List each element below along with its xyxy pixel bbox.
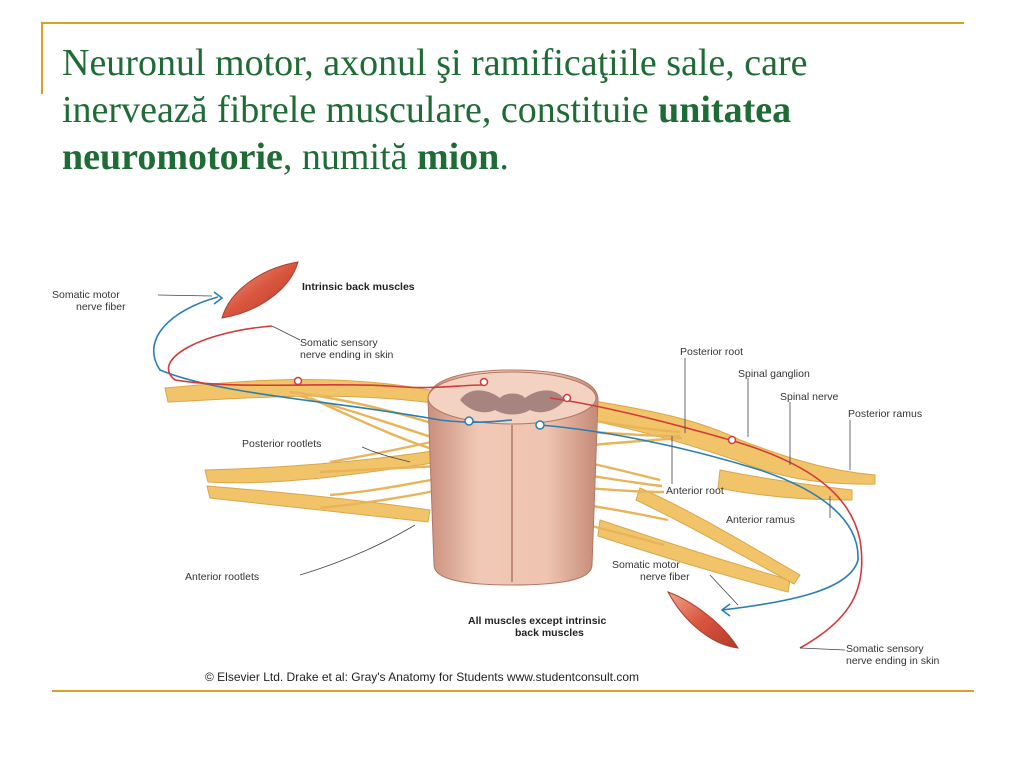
label-posterior-ramus: Posterior ramus [848,408,922,420]
sensory-fibers [167,325,863,649]
label-somatic-sensory-top-2: nerve ending in skin [300,349,394,361]
label-somatic-sensory-top-1: Somatic sensory [300,337,378,349]
nerve-ending-markers [213,291,731,617]
leader-lines [157,294,851,651]
label-somatic-sensory-bottom-1: Somatic sensory [846,643,924,655]
title-term-unitatea-neuromotorie: unitatea neuromotorie [62,89,792,178]
label-posterior-rootlets: Posterior rootlets [242,438,321,450]
label-anterior-root: Anterior root [666,485,724,497]
accent-rule-top [41,22,964,24]
label-somatic-sensory-bottom-2: nerve ending in skin [846,655,940,667]
label-posterior-root: Posterior root [680,346,743,358]
label-spinal-ganglion: Spinal ganglion [738,368,810,380]
label-somatic-motor-top-2: nerve fiber [76,301,126,313]
title-text-1: Neuronul motor, axonul şi ramificaţiile … [62,42,808,131]
title-term-mion: mion [416,136,500,178]
label-somatic-motor-bottom-2: nerve fiber [640,571,690,583]
label-anterior-ramus: Anterior ramus [726,514,795,526]
title-text-2: , numită [282,136,417,178]
slide-title: Neuronul motor, axonul şi ramificaţiile … [62,40,962,181]
label-anterior-rootlets: Anterior rootlets [185,571,259,583]
label-intrinsic-back-muscles: Intrinsic back muscles [302,281,415,293]
accent-rule-bottom [52,690,974,692]
label-all-muscles-2: back muscles [515,627,584,639]
accent-bar-vertical [41,22,43,94]
intrinsic-back-muscle-shape [221,261,299,319]
label-spinal-nerve: Spinal nerve [780,391,839,403]
figure-credit: © Elsevier Ltd. Drake et al: Gray's Anat… [205,670,639,684]
label-somatic-motor-bottom-1: Somatic motor [612,559,680,571]
label-all-muscles-1: All muscles except intrinsic [468,615,606,627]
neuron-cell-bodies [293,376,737,445]
label-somatic-motor-top-1: Somatic motor [52,289,120,301]
limb-muscle-shape [666,591,739,649]
title-text-3: . [499,136,509,178]
